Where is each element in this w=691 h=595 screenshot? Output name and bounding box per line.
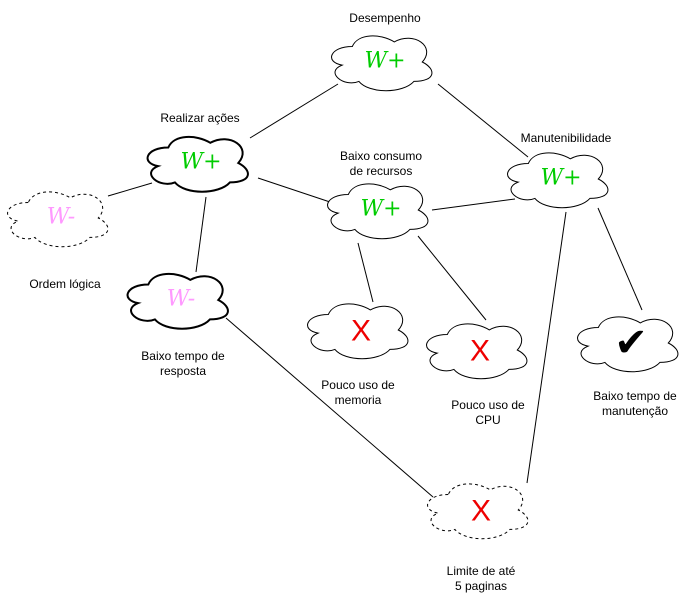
label-pouco-uso-memoria-line-2: memoria (335, 393, 382, 407)
weak-positive-mark: W+ (364, 49, 405, 74)
conflict-x-icon: X (351, 315, 371, 348)
edge-baixo-consumo-to-pouco-uso-cpu (417, 235, 487, 321)
label-manutenibilidade: Manutenibilidade (521, 131, 612, 145)
cloud-shape (331, 35, 433, 92)
softgoal-desempenho[interactable]: W+ (331, 35, 433, 92)
weak-negative-mark: W- (167, 287, 195, 312)
softgoal-realizar-acoes[interactable]: W+ (146, 136, 249, 193)
label-baixo-tempo-manutencao-line-1: Baixo tempo de (593, 389, 677, 403)
edge-realizar-acoes-to-desempenho (249, 83, 339, 139)
cloud-shape (307, 303, 409, 360)
softgoal-ordem-logica[interactable]: W- (7, 191, 109, 248)
label-limite-paginas-line-1: Limite de até (447, 564, 516, 578)
cloud-shape (426, 323, 528, 380)
edge-realizar-acoes-to-ordem-logica (107, 182, 153, 197)
cloud-shape (146, 136, 249, 193)
softgoal-baixo-tempo-manutencao[interactable]: ✔ (577, 316, 679, 373)
label-pouco-uso-cpu-line-1: Pouco uso de (451, 398, 525, 412)
softgoal-baixo-consumo[interactable]: W+ (327, 183, 429, 240)
softgoal-pouco-uso-memoria[interactable]: X (307, 303, 409, 360)
weak-positive-mark: W+ (180, 150, 221, 175)
softgoal-limite-paginas[interactable]: X (427, 483, 529, 540)
label-desempenho: Desempenho (349, 11, 421, 25)
label-pouco-uso-cpu-line-2: CPU (475, 413, 500, 427)
edge-realizar-acoes-to-baixo-tempo-resposta (195, 196, 207, 273)
edge-baixo-consumo-to-manutenibilidade (431, 198, 516, 211)
cloud-shape (126, 273, 229, 330)
weak-positive-mark: W+ (540, 166, 581, 191)
satisfied-check-icon: ✔ (614, 320, 648, 366)
edge-manutenibilidade-to-limite-paginas (526, 211, 567, 484)
cloud-shape (507, 152, 609, 209)
label-baixo-tempo-manutencao-line-2: manutenção (602, 404, 668, 418)
edge-baixo-tempo-resposta-to-limite-paginas (225, 317, 434, 498)
weak-positive-mark: W+ (360, 197, 401, 222)
label-pouco-uso-memoria-line-1: Pouco uso de (321, 378, 395, 392)
cloud-shape (7, 191, 109, 248)
weak-negative-mark: W- (47, 205, 75, 230)
label-baixo-tempo-resposta-line-1: Baixo tempo de (141, 349, 225, 363)
softgoal-pouco-uso-cpu[interactable]: X (426, 323, 528, 380)
conflict-x-icon: X (470, 335, 490, 368)
nodes: W+ W+ W+ W+ W- W- X X ✔ X (7, 35, 679, 540)
edge-realizar-acoes-to-baixo-consumo (257, 177, 331, 203)
conflict-x-icon: X (471, 495, 491, 528)
label-baixo-consumo-line-1: Baixo consumo (340, 149, 422, 163)
label-baixo-tempo-resposta-line-2: resposta (160, 364, 206, 378)
edges (107, 83, 643, 498)
cloud-shape (327, 183, 429, 240)
edge-baixo-consumo-to-pouco-uso-memoria (357, 242, 374, 303)
softgoal-baixo-tempo-resposta[interactable]: W- (126, 273, 229, 330)
softgoal-manutenibilidade[interactable]: W+ (507, 152, 609, 209)
label-limite-paginas-line-2: 5 paginas (455, 579, 507, 593)
label-baixo-consumo-line-2: de recursos (350, 164, 413, 178)
cloud-shape (427, 483, 529, 540)
label-ordem-logica: Ordem lógica (29, 277, 101, 291)
edge-manutenibilidade-to-baixo-tempo-manutencao (597, 207, 643, 311)
edge-desempenho-to-manutenibilidade (437, 83, 529, 158)
cloud-shape (577, 316, 679, 373)
label-realizar-acoes: Realizar ações (160, 111, 239, 125)
